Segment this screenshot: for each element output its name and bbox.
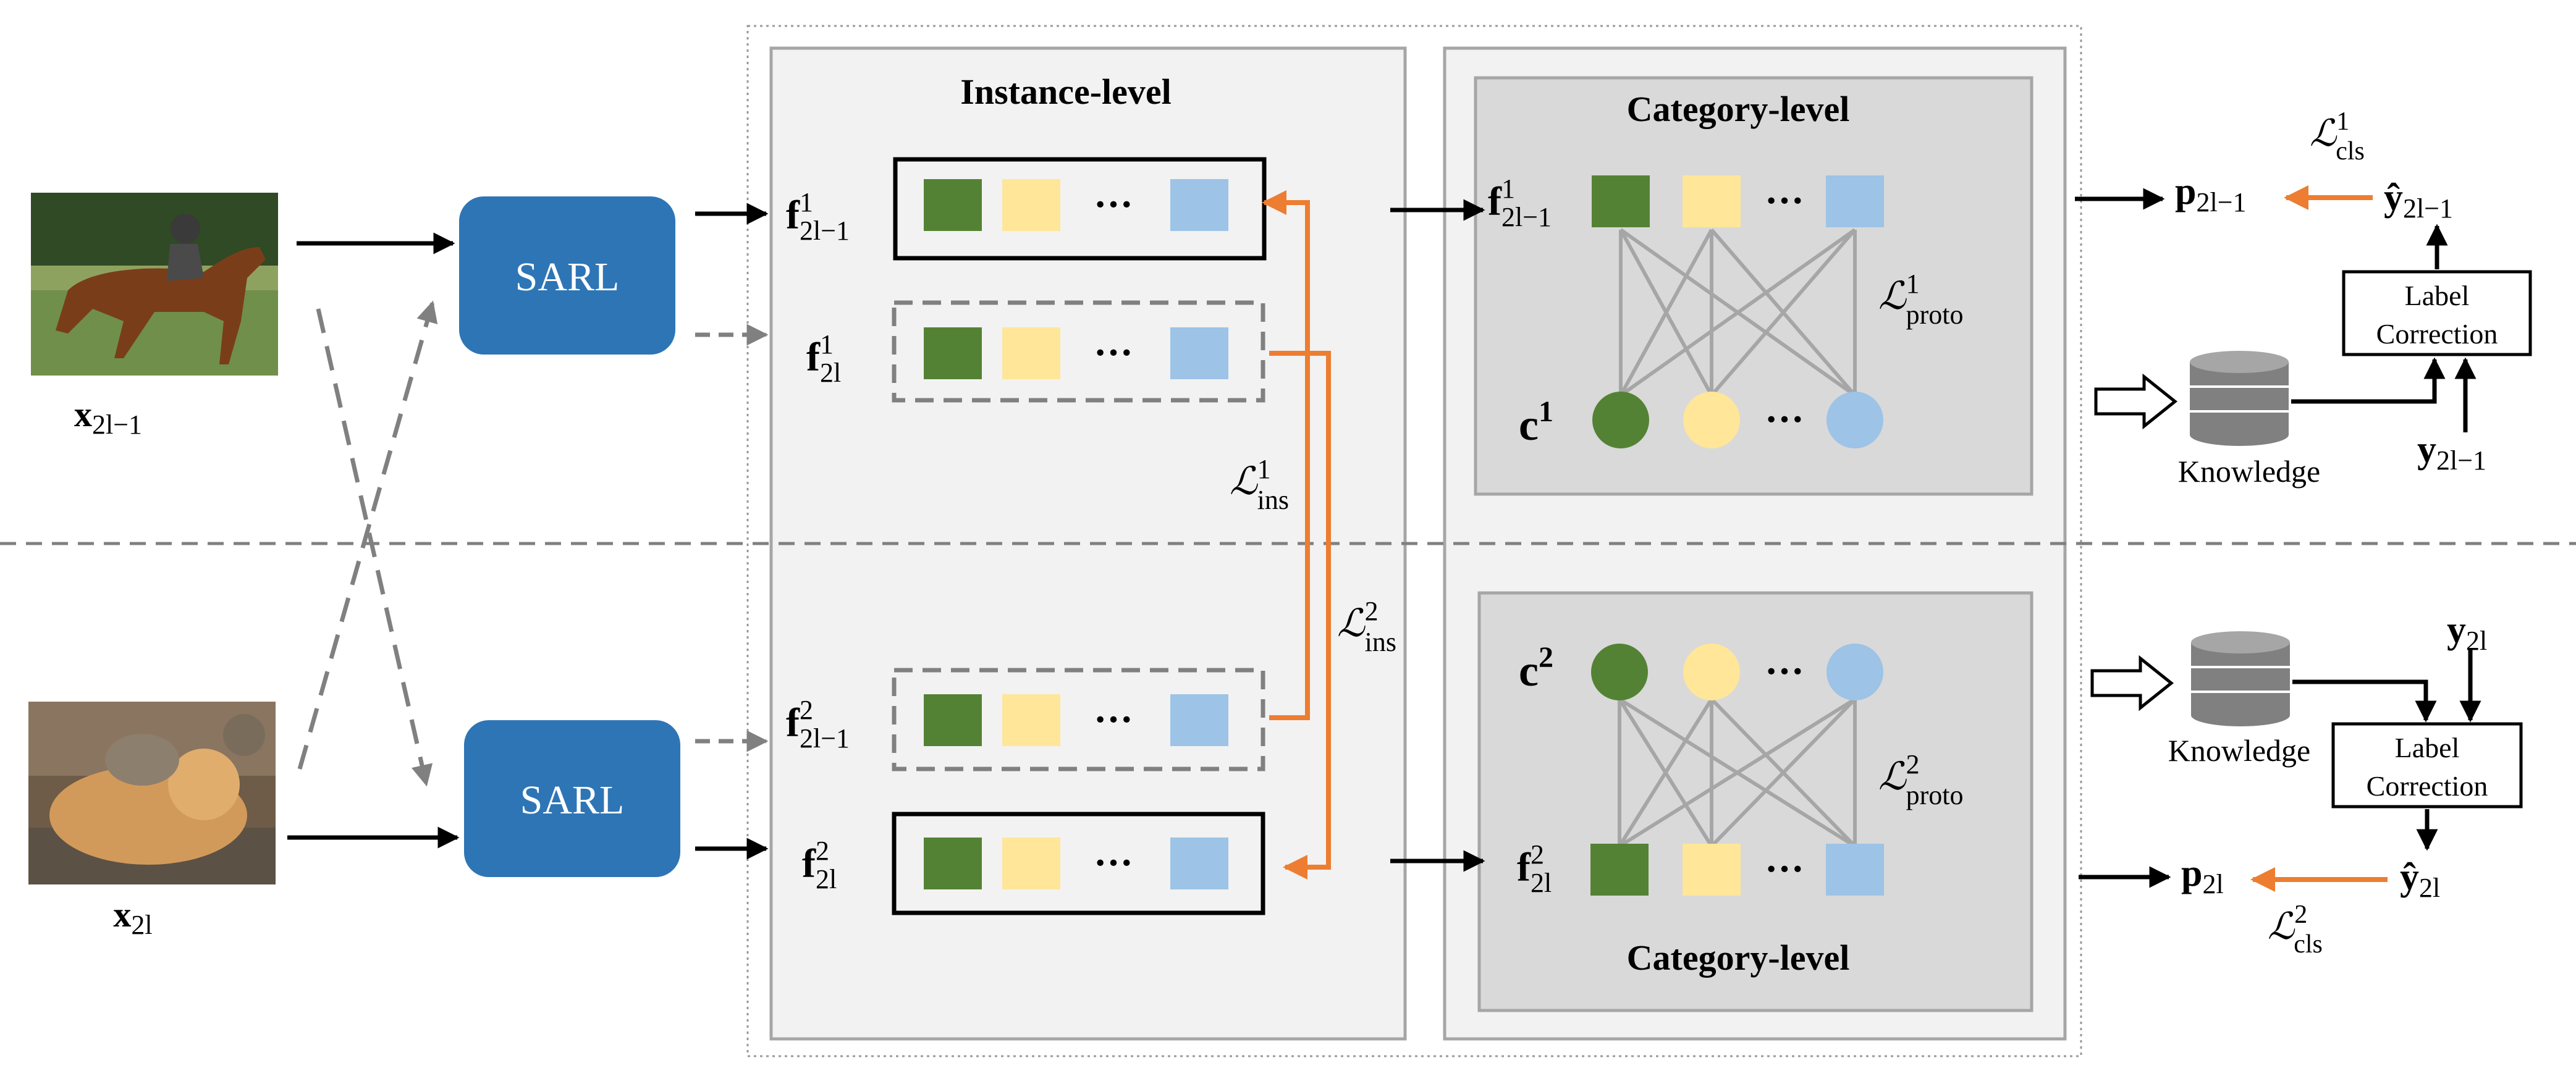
prototype-blue-bottom xyxy=(1826,644,1883,700)
arrow-knowledge-to-correction-top xyxy=(2291,357,2446,404)
label-correction-line1-bottom: Label xyxy=(2395,732,2460,763)
input-image-bottom xyxy=(28,702,276,884)
label-correction-box-bottom[interactable] xyxy=(2331,722,2523,808)
category-inner-panel-bottom xyxy=(1477,591,2033,1012)
input-label-bottom: x2l xyxy=(113,894,152,940)
prototype-yellow-bottom xyxy=(1683,644,1740,700)
prototype-blue-top xyxy=(1826,392,1883,448)
dashed-arrow-bottom-image-to-top-sarl xyxy=(297,300,438,770)
output-yhat-top: ŷ2l−1 xyxy=(2384,177,2453,224)
feature-cell-green xyxy=(924,694,982,746)
category-feature-yellow-bottom xyxy=(1683,844,1741,896)
hollow-arrow-top xyxy=(2094,373,2178,430)
prototype-ellipsis-bottom: ··· xyxy=(1765,649,1804,693)
input-label-top: x2l−1 xyxy=(74,394,142,440)
feature-cell-green xyxy=(924,327,982,379)
horse-icon xyxy=(56,247,266,364)
feature-ellipsis: ··· xyxy=(1094,182,1133,226)
label-correction-line2-bottom: Correction xyxy=(2367,770,2488,802)
feature-cell-blue xyxy=(1170,179,1228,231)
feature-cell-yellow xyxy=(1002,179,1060,231)
feature-cell-yellow xyxy=(1002,327,1060,379)
feature-cell-blue xyxy=(1170,694,1228,746)
label-y-bottom: y2l xyxy=(2447,609,2487,656)
feature-box-f2-2l: ··· xyxy=(892,812,1265,915)
category-feature-ellipsis-top: ··· xyxy=(1765,178,1804,222)
label-correction-line1-top: Label xyxy=(2405,280,2470,311)
hollow-arrow-bottom xyxy=(2090,655,2174,712)
category-feature-green-top xyxy=(1592,175,1650,227)
prototype-label-c2: c2 xyxy=(1519,641,1553,695)
category-feature-green-bottom xyxy=(1590,844,1649,896)
dashed-arrow-top-image-to-bottom-sarl xyxy=(316,308,433,787)
sarl-label-top: SARL xyxy=(515,254,620,300)
category-feature-blue-bottom xyxy=(1826,844,1884,896)
feature-box-f2-2l1: ··· xyxy=(892,668,1265,771)
output-p-top: p2l−1 xyxy=(2175,170,2247,217)
knowledge-label-bottom: Knowledge xyxy=(2168,733,2311,768)
prototype-yellow-top xyxy=(1683,392,1740,448)
outer-dotted-frame xyxy=(746,25,2082,1057)
input-image-top xyxy=(31,193,278,376)
category-level-title-top: Category-level xyxy=(1627,89,1850,129)
feature-cell-green xyxy=(924,838,982,889)
rider-icon xyxy=(171,214,200,243)
category-level-title-bottom: Category-level xyxy=(1627,938,1850,978)
instance-level-title: Instance-level xyxy=(960,72,1172,112)
feature-cell-green xyxy=(924,179,982,231)
sarl-box-top xyxy=(459,196,675,355)
category-inner-panel-top xyxy=(1474,76,2033,496)
feature-cell-yellow xyxy=(1002,838,1060,889)
ins1-connector xyxy=(1262,190,1310,720)
knowledge-label-top: Knowledge xyxy=(2178,454,2321,489)
label-correction-box-top[interactable] xyxy=(2342,270,2532,356)
sarl-box-bottom xyxy=(464,720,680,877)
ins2-connector xyxy=(1269,351,1331,880)
category-feature-ellipsis-bottom: ··· xyxy=(1765,847,1804,891)
feature-ellipsis: ··· xyxy=(1094,841,1133,884)
category-feature-blue-top xyxy=(1826,175,1884,227)
feature-cell-blue xyxy=(1170,327,1228,379)
feature-box-f1-2l: ··· xyxy=(892,300,1265,403)
prototype-green-bottom xyxy=(1591,644,1648,700)
cat-icon xyxy=(105,734,179,786)
category-feature-yellow-top xyxy=(1683,175,1741,227)
database-icon-top xyxy=(2190,351,2289,446)
label-y-top: y2l−1 xyxy=(2417,429,2486,476)
prototype-label-c1: c1 xyxy=(1519,395,1553,450)
prototype-green-top xyxy=(1592,392,1649,448)
feature-cell-yellow xyxy=(1002,694,1060,746)
database-icon-bottom xyxy=(2191,631,2290,726)
prototype-graph-top xyxy=(1619,228,1857,397)
prototype-graph-bottom xyxy=(1618,697,1857,848)
label-correction-line2-top: Correction xyxy=(2376,318,2498,350)
feature-ellipsis: ··· xyxy=(1094,330,1133,374)
feature-cell-blue xyxy=(1170,838,1228,889)
output-p-bottom: p2l xyxy=(2181,852,2224,899)
feature-ellipsis: ··· xyxy=(1094,697,1133,741)
prototype-ellipsis-top: ··· xyxy=(1765,397,1804,441)
arrow-knowledge-to-correction-bottom xyxy=(2292,679,2437,723)
output-yhat-bottom: ŷ2l xyxy=(2400,856,2440,903)
sarl-label-bottom: SARL xyxy=(520,778,625,823)
